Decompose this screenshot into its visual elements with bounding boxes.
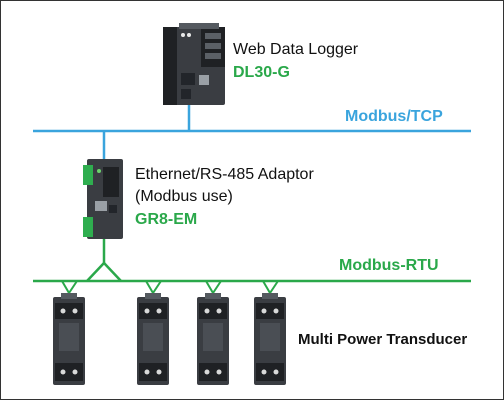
transducer-label: Multi Power Transducer xyxy=(298,331,468,348)
modbus-rtu-label: Modbus-RTU xyxy=(339,257,439,274)
transducer-1-drop xyxy=(61,280,78,295)
transducer-2 xyxy=(137,293,169,385)
modbus-tcp-label: Modbus/TCP xyxy=(345,108,443,125)
adaptor-name-line2: (Modbus use) xyxy=(135,188,233,205)
adaptor-name-line1: Ethernet/RS-485 Adaptor xyxy=(135,166,314,183)
transducer-4 xyxy=(254,293,286,385)
transducer-4-drop xyxy=(262,280,279,295)
adaptor-rtu-branch xyxy=(103,262,122,282)
data-logger-device xyxy=(163,23,225,105)
transducer-1 xyxy=(53,293,85,385)
transducer-2-drop xyxy=(145,280,162,295)
logger-name: Web Data Logger xyxy=(233,41,359,58)
adaptor-device xyxy=(83,159,123,239)
adaptor-model: GR8-EM xyxy=(135,211,198,228)
logger-model: DL30-G xyxy=(233,64,290,81)
transducer-3 xyxy=(197,293,229,385)
transducer-3-drop xyxy=(205,280,222,295)
adaptor-rtu-branch-2 xyxy=(86,262,105,282)
